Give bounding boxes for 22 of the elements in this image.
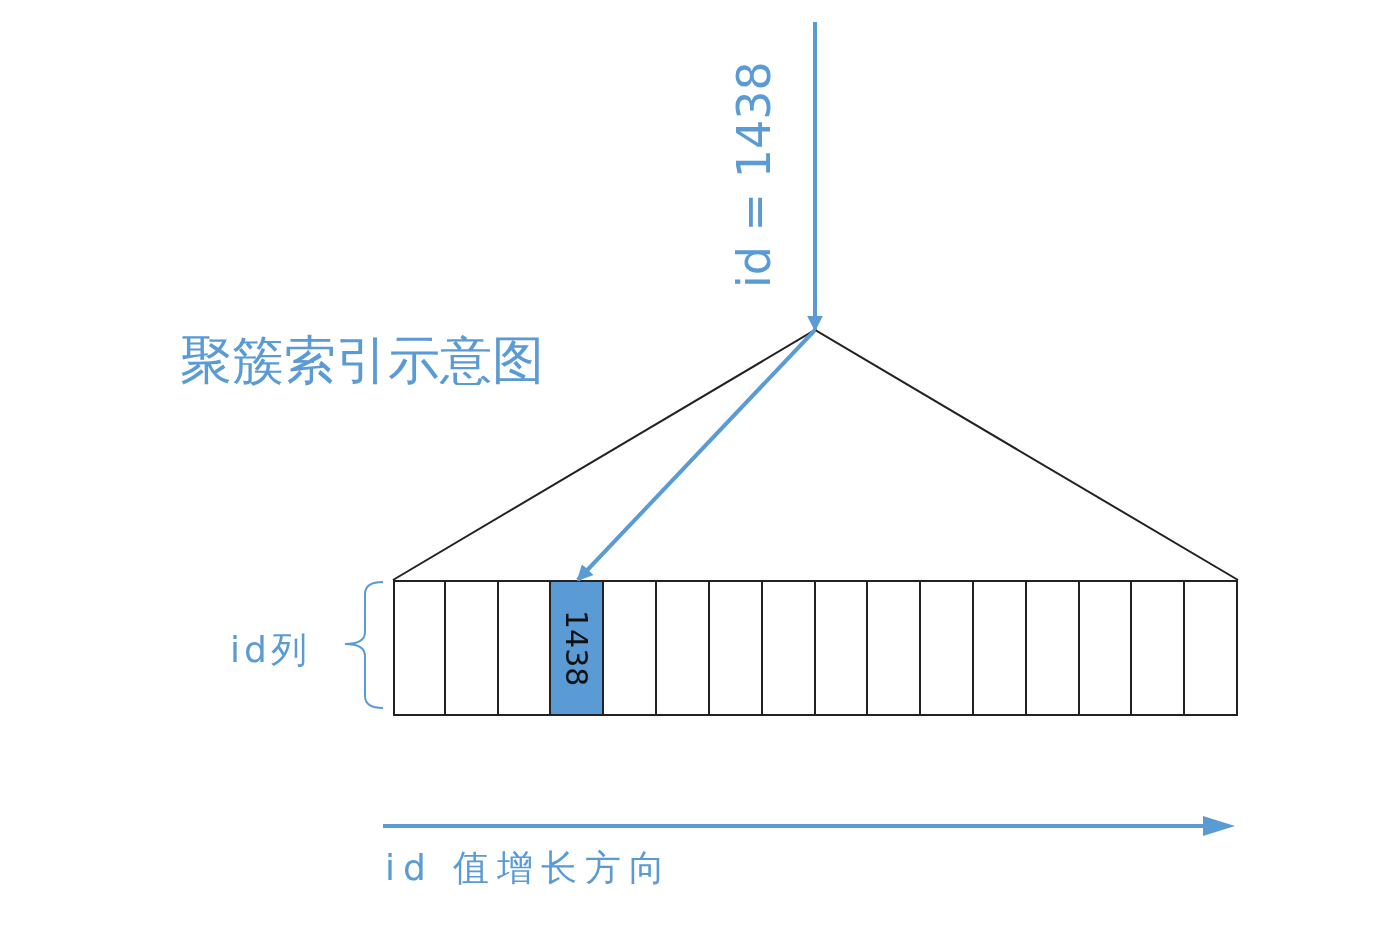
arrow [807,22,823,332]
empty-cell [919,580,974,716]
empty-cell [813,580,869,716]
empty-cell [1024,580,1080,716]
index-cell: 1438 [549,580,605,716]
row-label: id列 [230,628,311,672]
empty-cell [971,580,1027,716]
title: 聚簇索引示意图 [180,329,544,392]
empty-cell [1130,580,1186,716]
empty-cell [393,580,446,716]
empty-cell [655,580,710,716]
empty-cell [443,580,499,716]
arrow [576,328,817,582]
edge-label: id = 1438 [727,61,781,288]
empty-cell [1077,580,1133,716]
empty-cell [760,580,816,716]
empty-cell [602,580,658,716]
empty-cell [496,580,552,716]
empty-cell [707,580,763,716]
empty-cell [866,580,922,716]
axis-label: id 值增长方向 [385,846,674,890]
empty-cell [1183,580,1238,716]
